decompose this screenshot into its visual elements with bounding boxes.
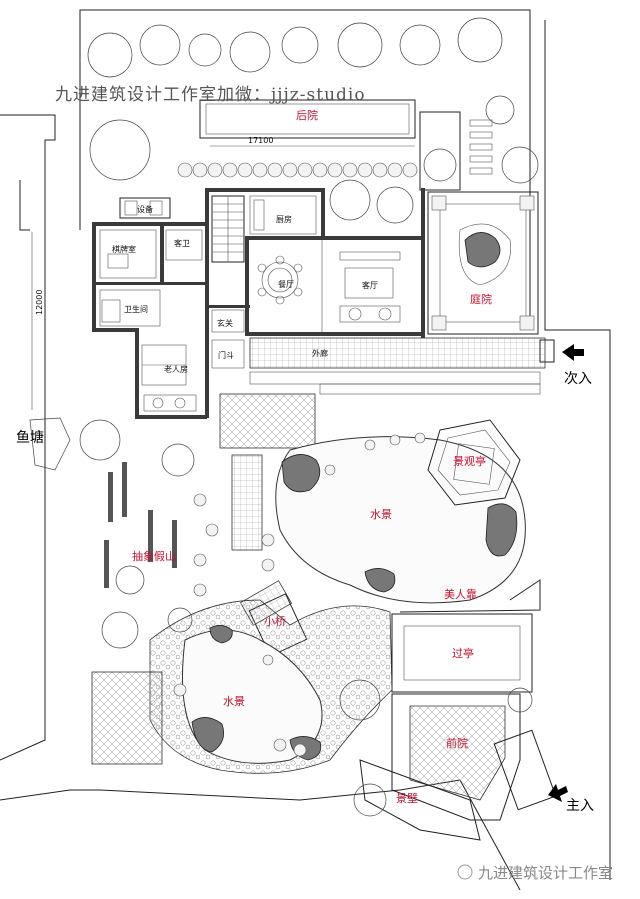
site-boundary [0, 9, 611, 891]
label-equipment: 设备 [137, 204, 153, 214]
label-guest-wc: 客卫 [174, 238, 190, 248]
dimension-height: 12000 [35, 290, 44, 315]
label-chess: 棋牌室 [112, 244, 136, 254]
rear-yard: 17100 后院 [177, 99, 493, 191]
front-yard: 前院 [391, 693, 557, 821]
label-abstract-rockery: 抽象假山 [132, 549, 176, 563]
dimension-width: 17100 [248, 136, 273, 145]
label-back-yard: 后院 [296, 108, 318, 122]
corridor: 外廊 [249, 337, 546, 395]
chess-room: 棋牌室 [99, 229, 157, 279]
elder-room: 老人房 [141, 344, 197, 412]
label-water-north: 水景 [370, 508, 392, 521]
abstract-rockery: 抽象假山 [104, 462, 177, 588]
entry-plaza [219, 393, 316, 449]
rear-trees [87, 17, 539, 224]
label-dining: 餐厅 [278, 280, 294, 289]
label-gate: 门斗 [218, 350, 234, 360]
label-foyer: 玄关 [217, 318, 233, 328]
label-court: 庭院 [470, 292, 492, 306]
guest-wc: 客卫 [165, 229, 203, 261]
staircase [211, 195, 245, 263]
dimension-height-group: 12000 [31, 232, 44, 410]
label-main-entry: 主入 [566, 798, 594, 814]
label-bathroom: 卫生间 [124, 304, 148, 314]
label-living: 客厅 [362, 280, 378, 290]
label-corridor: 外廊 [312, 348, 328, 358]
living-room: 客厅 [339, 251, 401, 323]
stepping-stones [469, 119, 493, 175]
secondary-entry: 次入 [539, 339, 592, 387]
watermark-bottom: 九进建筑设计工作室 [478, 864, 613, 882]
pass-pavilion: 过亭 [391, 613, 533, 693]
watermark-bottom-group: 九进建筑设计工作室 [457, 864, 613, 882]
label-screen-wall: 景壁 [396, 791, 418, 805]
label-pass-pavilion: 过亭 [452, 646, 474, 660]
label-fish-pond: 鱼塘 [16, 429, 44, 446]
rear-hedge [177, 162, 418, 178]
dining-room: 餐厅 [257, 240, 323, 332]
main-entry: 主入 [548, 784, 594, 814]
fish-pond: 鱼塘 [16, 417, 71, 471]
label-water-south: 水景 [223, 695, 245, 708]
label-secondary-entry: 次入 [564, 371, 592, 387]
bathroom: 卫生间 [99, 289, 161, 327]
paved-square [91, 671, 163, 765]
kitchen: 厨房 [249, 195, 317, 235]
equipment-area: 设备 [119, 197, 171, 219]
watermark-top: 九进建筑设计工作室加微：jjjz-studio [55, 85, 366, 105]
water-north: 水景 [275, 436, 526, 604]
label-pavilion: 景观亭 [453, 454, 486, 468]
label-front-yard: 前院 [446, 736, 468, 750]
garden-trees [79, 419, 533, 817]
courtyard: 庭院 [427, 191, 539, 335]
foyer: 玄关 门斗 [211, 309, 245, 369]
label-beauty-seat: 美人靠 [444, 587, 477, 601]
label-elder-room: 老人房 [164, 364, 188, 374]
beauty-seat: 美人靠 [399, 579, 541, 613]
house-walls [92, 188, 425, 419]
label-kitchen: 厨房 [276, 214, 292, 224]
screen-wall: 景壁 [359, 759, 481, 841]
pavilion: 景观亭 [427, 419, 521, 506]
water-south: 水景 [149, 599, 393, 774]
